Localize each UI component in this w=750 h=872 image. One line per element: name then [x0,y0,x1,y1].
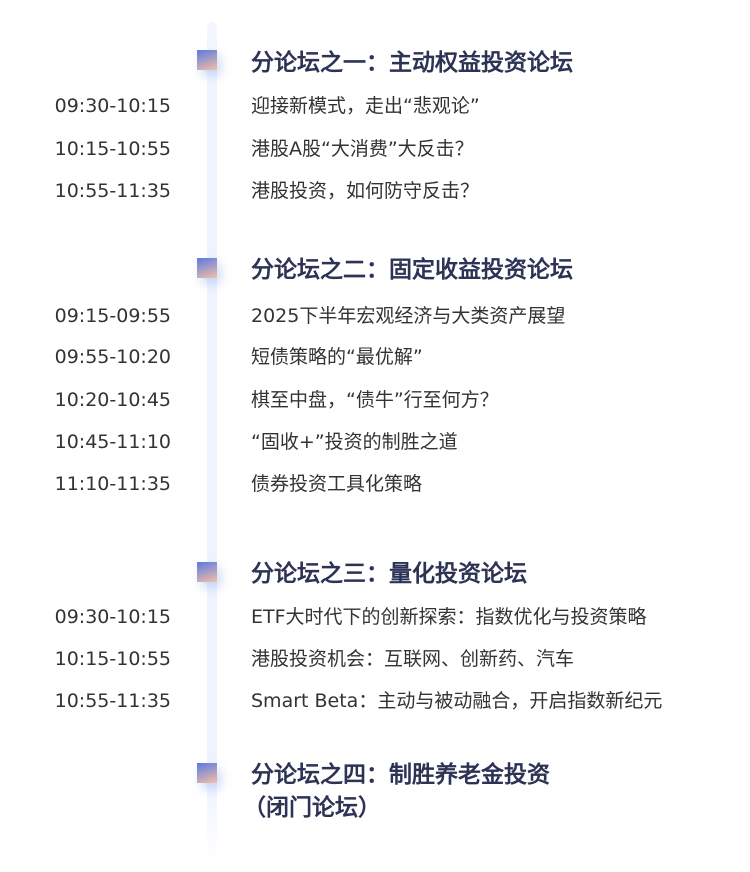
section-title: 分论坛之二：固定收益投资论坛 [251,257,573,283]
session-time: 10:45-11:10 [54,431,171,453]
session-time: 10:55-11:35 [54,690,171,712]
session-time: 10:20-10:45 [54,389,171,411]
section-marker-icon [197,763,217,783]
section-title: 分论坛之一：主动权益投资论坛 [251,50,573,76]
session-topic: 迎接新模式，走出“悲观论” [251,95,480,117]
session-time: 10:55-11:35 [54,180,171,202]
session-topic: 港股A股“大消费”大反击？ [251,138,474,160]
session-time: 10:15-10:55 [54,138,171,160]
timeline-line [207,22,217,862]
session-topic: Smart Beta：主动与被动融合，开启指数新纪元 [251,690,663,712]
session-time: 09:55-10:20 [54,346,171,368]
session-topic: ETF大时代下的创新探索：指数优化与投资策略 [251,606,647,628]
session-time: 11:10-11:35 [54,473,171,495]
session-topic: 棋至中盘，“债牛”行至何方？ [251,389,499,411]
session-time: 09:30-10:15 [54,95,171,117]
section-title-subtitle: （闭门论坛） [243,795,381,821]
section-marker-icon [197,50,217,70]
section-title: 分论坛之三：量化投资论坛 [251,561,527,587]
section-title: 分论坛之四：制胜养老金投资 [251,762,550,788]
session-topic: 短债策略的“最优解” [251,346,423,368]
section-marker-icon [197,562,217,582]
session-topic: 2025下半年宏观经济与大类资产展望 [251,305,566,327]
section-marker-icon [197,258,217,278]
session-topic: 债券投资工具化策略 [251,473,423,495]
session-topic: 港股投资，如何防守反击？ [251,180,480,202]
session-time: 10:15-10:55 [54,648,171,670]
session-time: 09:30-10:15 [54,606,171,628]
session-time: 09:15-09:55 [54,305,171,327]
session-topic: 港股投资机会：互联网、创新药、汽车 [251,648,575,670]
session-topic: “固收+”投资的制胜之道 [251,431,458,453]
